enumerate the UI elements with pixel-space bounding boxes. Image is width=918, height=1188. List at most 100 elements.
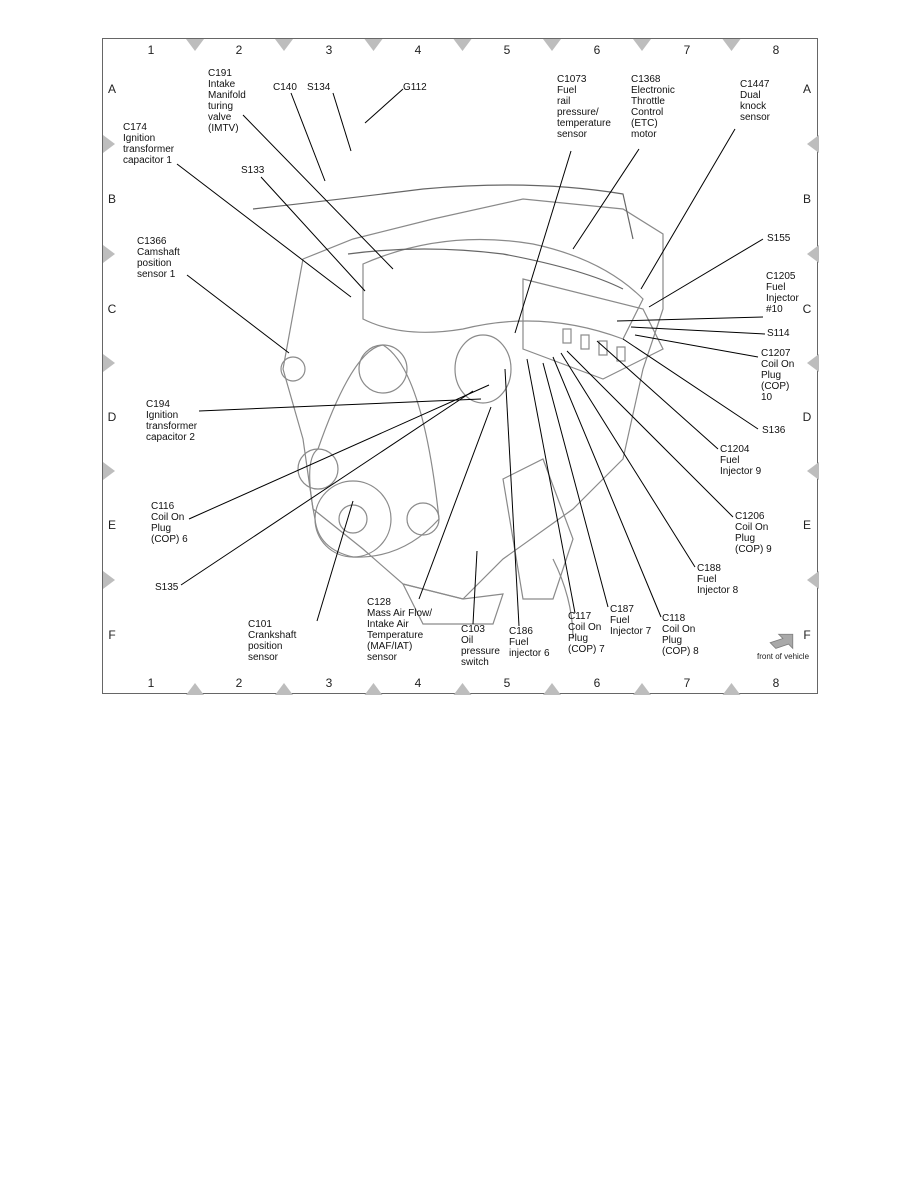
valve-cover-right <box>522 278 664 380</box>
grid-marker-right <box>807 354 819 372</box>
grid-col-label-bottom: 1 <box>147 676 155 690</box>
grid-col-label-bottom: 3 <box>325 676 333 690</box>
grid-col-label-bottom: 4 <box>414 676 422 690</box>
callout-label-c1207: C1207 Coil On Plug (COP) 10 <box>761 348 795 403</box>
drive-belt <box>309 344 440 558</box>
leader-line-c188 <box>560 352 696 568</box>
exhaust-pipe <box>552 558 574 640</box>
callout-label-c1366: C1366 Camshaft position sensor 1 <box>137 236 180 280</box>
grid-col-label-bottom: 7 <box>683 676 691 690</box>
grid-col-label-top: 8 <box>772 43 780 57</box>
water-pump-pulley <box>358 344 408 394</box>
leader-line-c1204 <box>596 340 719 450</box>
grid-marker-left <box>103 571 115 589</box>
leader-line-c101 <box>316 500 354 622</box>
callout-label-c1447: C1447 Dual knock sensor <box>740 79 771 123</box>
grid-marker-right <box>807 571 819 589</box>
callout-label-c128: C128 Mass Air Flow/ Intake Air Temperatu… <box>367 597 433 663</box>
grid-marker-right <box>807 135 819 153</box>
cop-coil-3 <box>598 340 608 356</box>
grid-col-label-bottom: 2 <box>235 676 243 690</box>
callout-label-c101: C101 Crankshaft position sensor <box>248 619 297 663</box>
leader-line-c174 <box>176 163 352 298</box>
leader-line-c117 <box>526 358 576 614</box>
callout-label-s133: S133 <box>241 165 265 176</box>
throttle-body <box>454 334 512 404</box>
leader-line-c1366 <box>186 274 290 354</box>
callout-label-c103: C103 Oil pressure switch <box>461 624 500 668</box>
grid-row-label-left: C <box>107 302 117 316</box>
grid-marker-top <box>186 39 204 51</box>
grid-row-label-left: E <box>107 518 116 532</box>
leader-line-c194 <box>198 398 482 412</box>
grid-marker-top <box>543 39 561 51</box>
leader-line-s134 <box>332 92 352 152</box>
engine-illustration <box>252 184 664 640</box>
grid-marker-bottom <box>453 683 472 695</box>
grid-marker-left <box>103 462 115 480</box>
grid-col-label-top: 2 <box>235 43 243 57</box>
engine-connector-locator-figure: C191 Intake Manifold turing valve (IMTV)… <box>102 38 819 695</box>
grid-marker-bottom <box>364 683 383 695</box>
leader-line-c186 <box>504 368 520 627</box>
callout-label-c117: C117 Coil On Plug (COP) 7 <box>568 611 605 655</box>
grid-row-label-left: F <box>108 628 116 642</box>
grid-row-label-right: D <box>802 410 812 424</box>
grid-col-label-top: 6 <box>593 43 601 57</box>
grid-col-label-top: 7 <box>683 43 691 57</box>
wiring-harness-2 <box>347 248 624 290</box>
grid-col-label-bottom: 6 <box>593 676 601 690</box>
grid-marker-left <box>103 135 115 153</box>
leader-line-c191 <box>242 114 394 270</box>
leader-line-c187 <box>542 362 609 608</box>
grid-marker-bottom <box>543 683 561 695</box>
grid-row-label-right: F <box>803 628 811 642</box>
leader-line-s133 <box>260 176 366 292</box>
leader-line-g112 <box>364 88 404 124</box>
leader-line-c1206 <box>566 350 734 518</box>
leader-line-c1207 <box>634 334 759 358</box>
leader-lines <box>176 88 766 627</box>
callout-label-c191: C191 Intake Manifold turing valve (IMTV) <box>208 68 246 134</box>
engine-diagram-canvas <box>103 39 819 695</box>
callout-label-c1205: C1205 Fuel Injector #10 <box>766 271 799 315</box>
cop-coil-2 <box>580 334 590 350</box>
leader-line-s136 <box>622 338 759 430</box>
grid-row-label-right: E <box>802 518 811 532</box>
grid-row-label-left: A <box>107 82 116 96</box>
leader-line-c1205 <box>616 316 764 322</box>
leader-line-c1447 <box>640 128 736 290</box>
callout-label-c188: C188 Fuel Injector 8 <box>697 563 739 596</box>
callout-label-s134: S134 <box>307 82 331 93</box>
leader-line-s135 <box>180 390 474 586</box>
exhaust-manifold <box>502 458 574 600</box>
grid-col-label-bottom: 8 <box>772 676 780 690</box>
callout-label-c187: C187 Fuel Injector 7 <box>610 604 652 637</box>
callout-label-c116: C116 Coil On Plug (COP) 6 <box>151 501 188 545</box>
callout-label-c118: C118 Coil On Plug (COP) 8 <box>662 613 699 657</box>
oil-pan <box>401 583 504 625</box>
leader-line-c128 <box>418 406 492 600</box>
callout-label-c1206: C1206 Coil On Plug (COP) 9 <box>735 511 772 555</box>
grid-col-label-top: 1 <box>147 43 155 57</box>
callout-label-c1204: C1204 Fuel Injector 9 <box>720 444 762 477</box>
grid-marker-bottom <box>633 683 651 695</box>
grid-marker-bottom <box>186 683 204 695</box>
grid-row-label-right: B <box>802 192 811 206</box>
callout-label-c1073: C1073 Fuel rail pressure/ temperature se… <box>557 74 611 140</box>
grid-marker-top <box>364 39 383 51</box>
crank-pulley-hub <box>338 504 368 534</box>
grid-col-label-top: 4 <box>414 43 422 57</box>
grid-marker-top <box>722 39 741 51</box>
grid-col-label-top: 3 <box>325 43 333 57</box>
grid-row-label-left: D <box>107 410 117 424</box>
grid-row-label-right: C <box>802 302 812 316</box>
leader-line-c116 <box>188 384 490 520</box>
grid-marker-top <box>453 39 472 51</box>
grid-marker-top <box>633 39 651 51</box>
callout-label-s114: S114 <box>767 328 790 339</box>
grid-markers <box>103 39 819 695</box>
idler-pulley <box>406 502 440 536</box>
leader-line-c118 <box>552 356 662 618</box>
leader-line-c1073 <box>514 150 572 334</box>
